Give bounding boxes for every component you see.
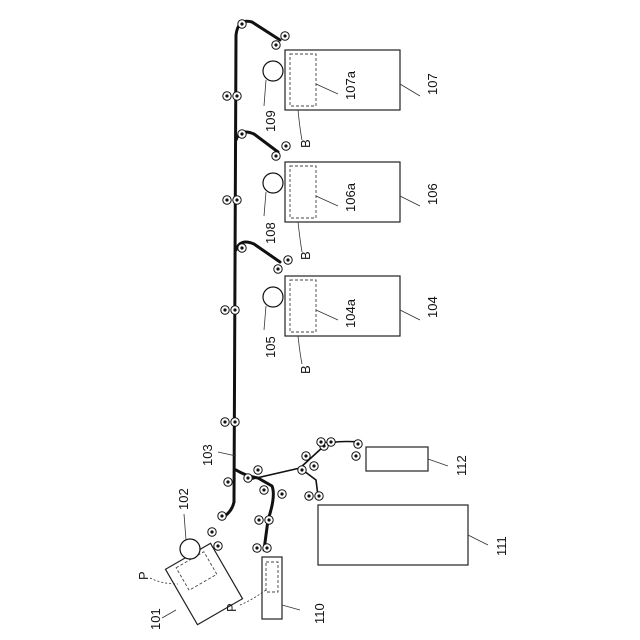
leader-111: [468, 535, 488, 545]
roller-hub-28: [280, 492, 283, 495]
roller-105: [263, 287, 283, 307]
label-105: 105: [263, 336, 278, 358]
unit-104a-box: [290, 280, 316, 332]
roller-hub-4: [235, 94, 238, 97]
leader-108: [264, 192, 266, 216]
leader-105: [264, 306, 266, 330]
branch-to-lower: [236, 470, 273, 550]
label-109: 109: [263, 110, 278, 132]
roller-hub-12: [276, 267, 279, 270]
roller-hub-19: [262, 488, 265, 491]
roller-hub-1: [283, 34, 286, 37]
roller-hub-27: [265, 546, 268, 549]
leader-104a: [316, 310, 338, 320]
pickup-roller-102: [180, 539, 200, 559]
manual-tray-sheet: [266, 562, 278, 592]
label-p-tray: P: [136, 571, 151, 580]
roller-hub-2: [274, 43, 277, 46]
unit-111-box: [318, 505, 468, 565]
roller-hub-23: [216, 544, 219, 547]
leader-112: [428, 459, 448, 466]
roller-hub-11: [286, 258, 289, 261]
roller-hub-3: [225, 94, 228, 97]
roller-hub-16: [233, 420, 236, 423]
leader-106: [400, 196, 420, 206]
label-108: 108: [263, 222, 278, 244]
roller-hub-0: [240, 22, 243, 25]
roller-hub-6: [284, 144, 287, 147]
roller-hub-30: [312, 464, 315, 467]
label-p-manual: P: [224, 603, 239, 612]
roller-109: [263, 61, 283, 81]
roller-hub-18: [246, 476, 249, 479]
leader-110: [282, 605, 300, 610]
roller-hub-17: [226, 480, 229, 483]
roller-hub-34: [329, 440, 332, 443]
roller-hub-24: [257, 518, 260, 521]
conveyance-path-main: [234, 21, 280, 502]
leader-101: [162, 610, 176, 618]
roller-hub-8: [225, 198, 228, 201]
label-104a: 104a: [343, 298, 358, 328]
roller-hub-7: [274, 154, 277, 157]
roller-hub-20: [256, 468, 259, 471]
label-104: 104: [425, 296, 440, 318]
label-b107: B: [298, 139, 313, 148]
label-112: 112: [454, 455, 469, 476]
manual-tray-110: [262, 557, 282, 619]
label-107: 107: [425, 73, 440, 95]
leader-102: [184, 514, 186, 540]
label-106a: 106a: [343, 182, 358, 212]
unit-106a-box: [290, 166, 316, 218]
roller-hub-26: [255, 546, 258, 549]
label-102: 102: [176, 488, 191, 510]
leader-104: [400, 310, 420, 320]
leader-107: [400, 84, 420, 96]
roller-hub-37: [307, 494, 310, 497]
roller-hub-31: [304, 454, 307, 457]
roller-108: [263, 173, 283, 193]
label-107a: 107a: [343, 70, 358, 100]
roller-hub-21: [220, 514, 223, 517]
roller-hub-5: [240, 132, 243, 135]
roller-hub-14: [233, 308, 236, 311]
roller-hub-29: [300, 468, 303, 471]
label-101: 101: [148, 608, 163, 630]
label-110: 110: [312, 603, 327, 624]
roller-hub-15: [223, 420, 226, 423]
roller-hub-38: [317, 494, 320, 497]
roller-hub-13: [223, 308, 226, 311]
unit-112-box: [366, 447, 428, 471]
roller-hub-9: [235, 198, 238, 201]
label-b106: B: [298, 251, 313, 260]
leader-b104: [298, 336, 302, 364]
roller-hub-33: [319, 440, 322, 443]
leader-b107: [298, 110, 302, 140]
label-111: 111: [494, 536, 509, 556]
leader-106a: [316, 196, 338, 206]
label-106: 106: [425, 183, 440, 205]
leader-107a: [316, 84, 338, 94]
leader-b106: [298, 222, 302, 252]
label-103: 103: [200, 444, 215, 466]
leader-109: [264, 80, 266, 106]
roller-hub-35: [356, 442, 359, 445]
roller-hub-22: [210, 530, 213, 533]
roller-hub-36: [354, 454, 357, 457]
unit-107a-box: [290, 54, 316, 106]
roller-hub-10: [240, 246, 243, 249]
label-b104: B: [298, 365, 313, 374]
roller-hub-25: [267, 518, 270, 521]
